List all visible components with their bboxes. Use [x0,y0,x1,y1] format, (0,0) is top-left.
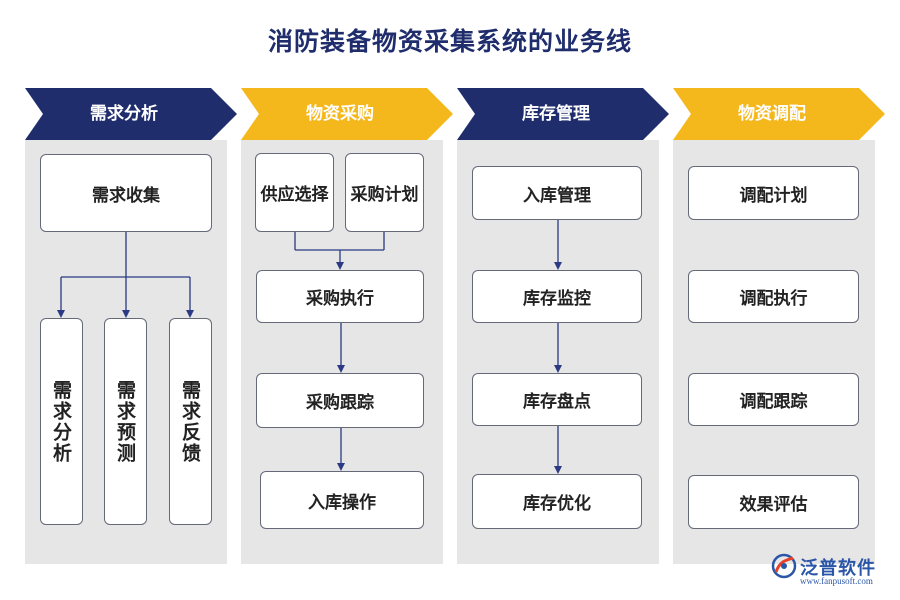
inventory-optimize-box: 库存优化 [472,474,642,529]
chevron-banner-shape [25,88,237,140]
column-3-header: 库存管理 [457,88,669,140]
purchase-plan-box: 采购计划 [345,153,424,232]
column-2-header-label: 物资采购 [306,104,374,124]
dispatch-execute-box: 调配执行 [688,270,859,323]
inventory-monitor-box: 库存监控 [472,270,642,323]
fanpu-logo-icon [771,553,797,579]
brand-url: www.fanpusoft.com [800,576,873,586]
demand-forecast-box: 需求预测 [104,318,147,525]
column-4-header: 物资调配 [673,88,885,140]
column-2-header: 物资采购 [241,88,453,140]
inventory-count-box: 库存盘点 [472,373,642,426]
demand-collect-box: 需求收集 [40,154,212,232]
dispatch-track-box: 调配跟踪 [688,373,859,426]
chevron-banner-shape [457,88,669,140]
column-3-header-label: 库存管理 [522,104,590,124]
warehouse-in-manage-box: 入库管理 [472,166,642,220]
column-4-header-label: 物资调配 [738,104,806,124]
chevron-banner-shape [241,88,453,140]
dispatch-plan-box: 调配计划 [688,166,859,220]
column-1-header: 需求分析 [25,88,237,140]
chevron-banner-shape [673,88,885,140]
demand-feedback-box: 需求反馈 [169,318,212,525]
page-title: 消防装备物资采集系统的业务线 [267,27,632,56]
brand-logo: 泛普软件 www.fanpusoft.com [770,552,895,592]
purchase-track-box: 采购跟踪 [256,373,424,428]
column-1-header-label: 需求分析 [90,104,158,124]
brand-name: 泛普软件 [800,558,876,579]
supplier-select-box: 供应选择 [255,153,334,232]
demand-analysis-box: 需求分析 [40,318,83,525]
warehouse-in-operation-box: 入库操作 [260,471,424,529]
effect-evaluate-box: 效果评估 [688,475,859,529]
purchase-execute-box: 采购执行 [256,270,424,323]
